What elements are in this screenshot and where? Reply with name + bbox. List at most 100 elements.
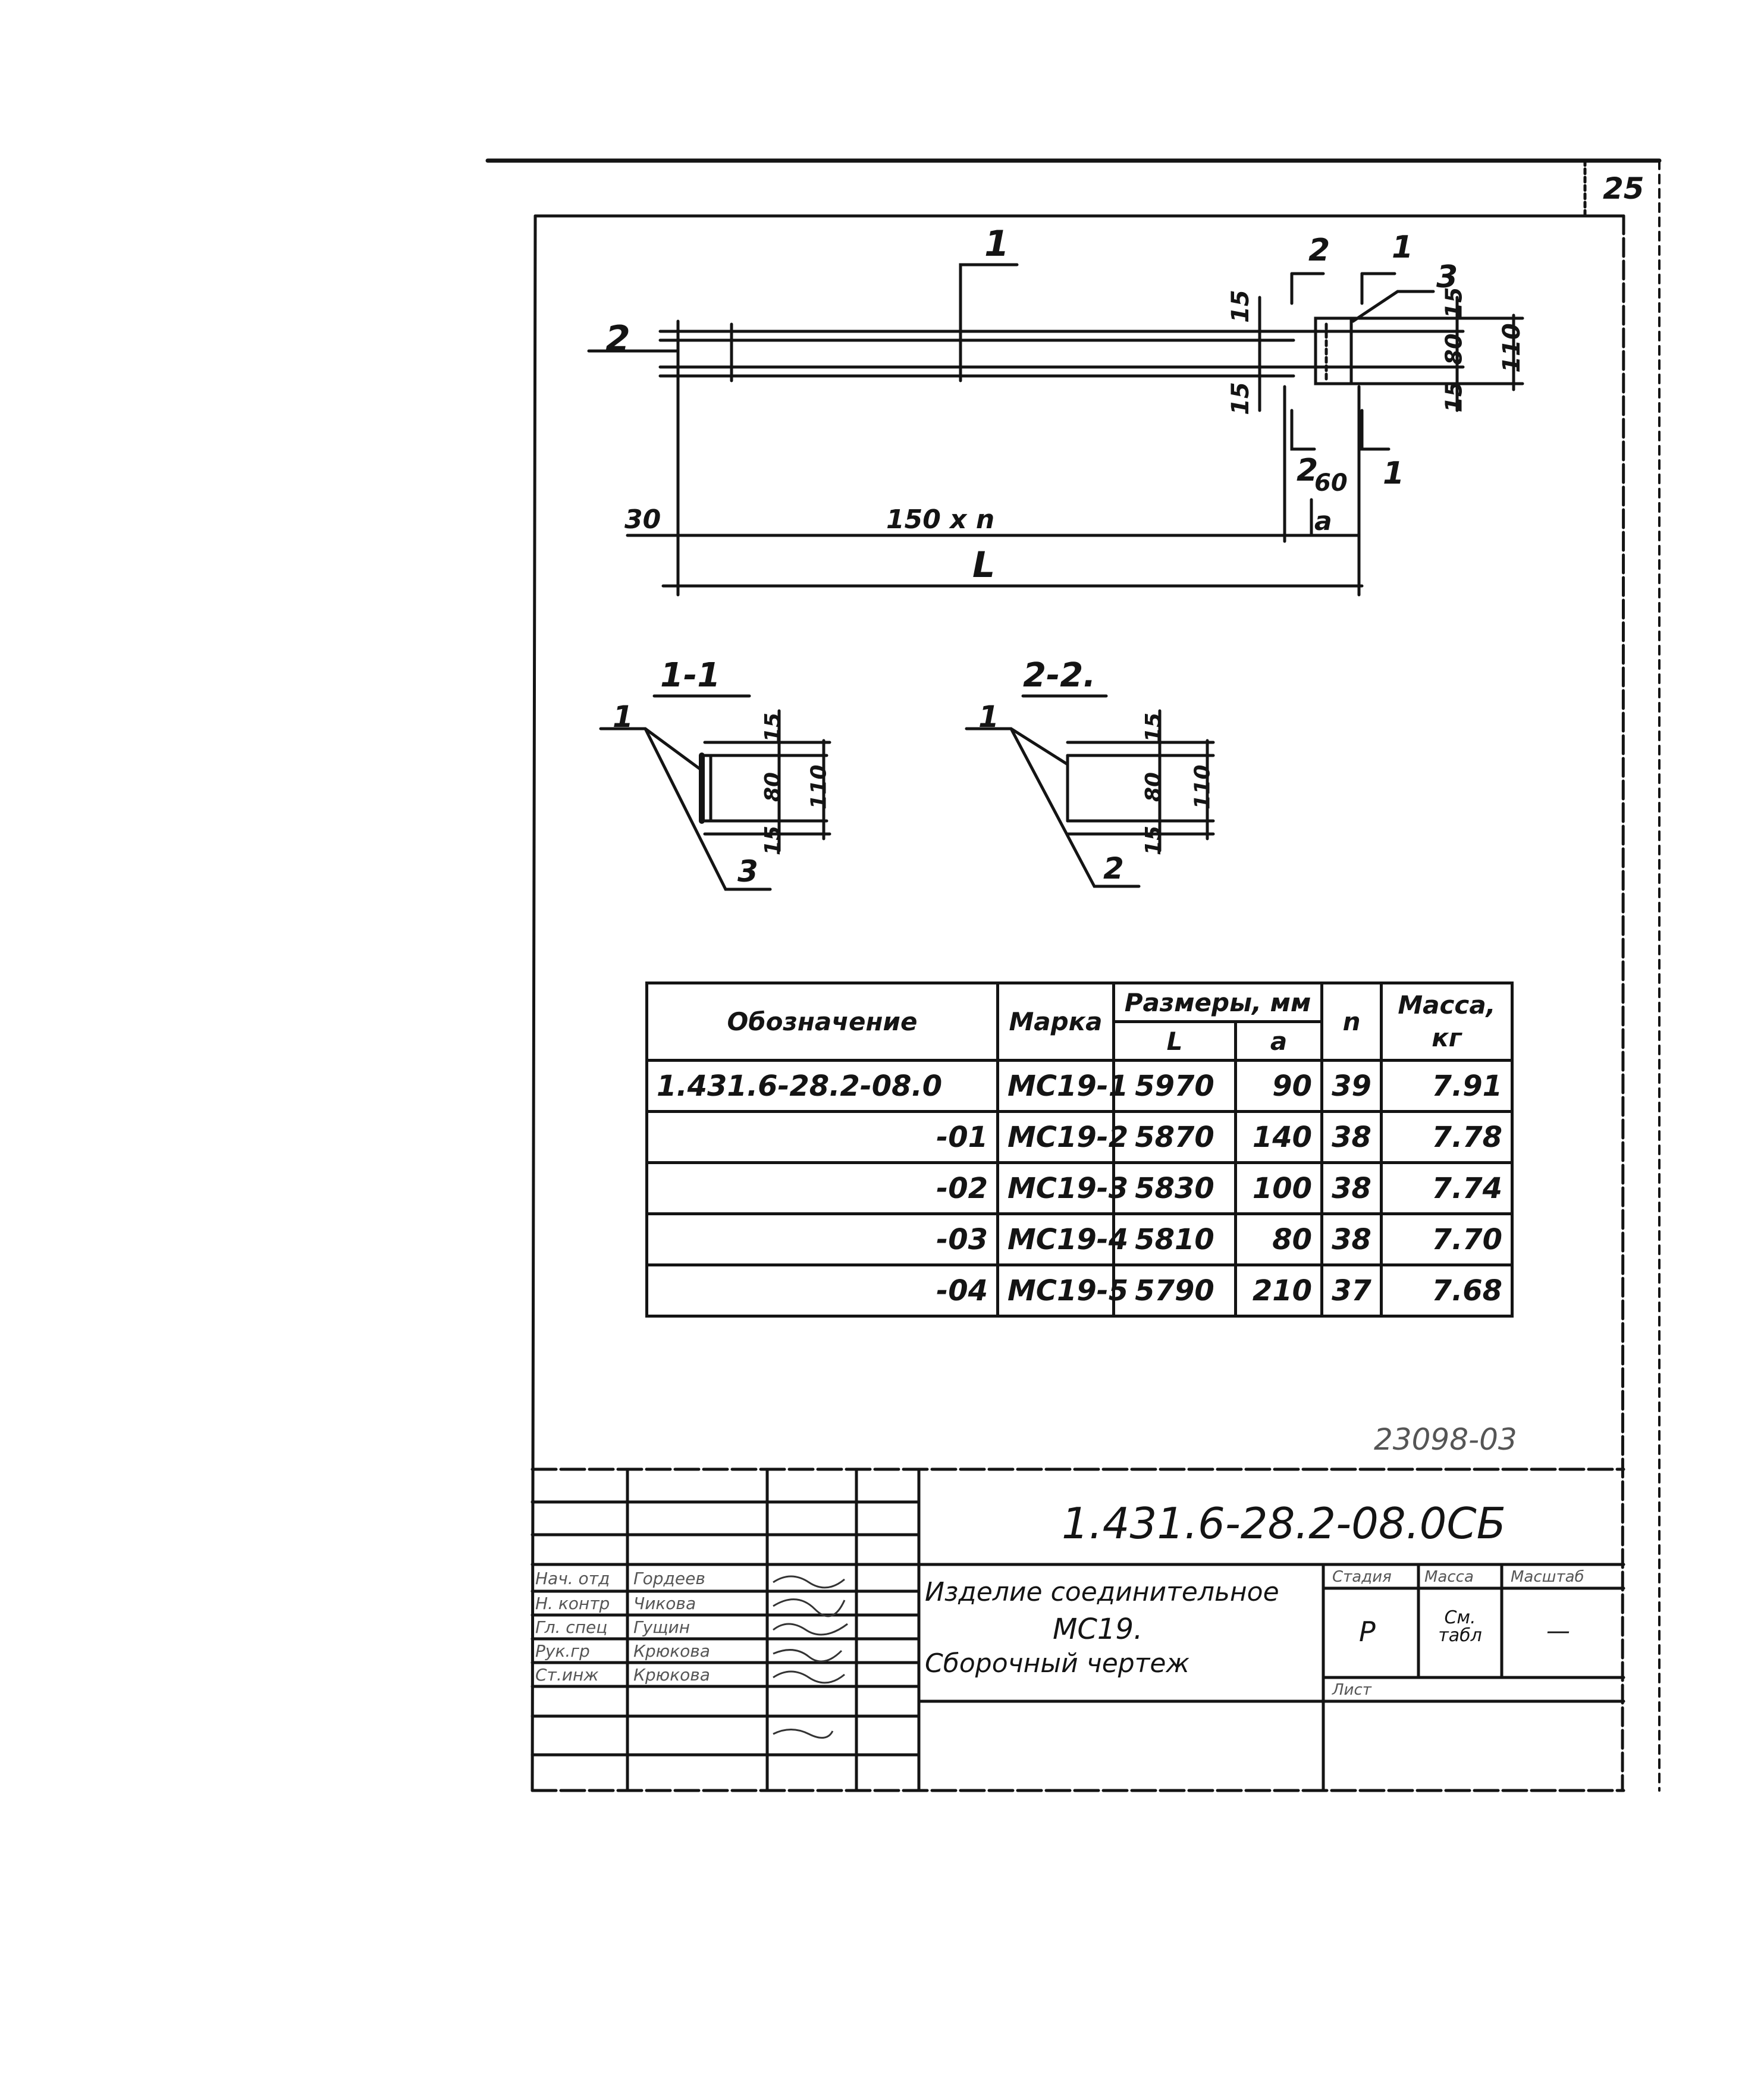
stage-header: Стадия: [1332, 1568, 1392, 1586]
s11-mark-1: 1: [613, 700, 633, 734]
s11-mark-3: 3: [737, 854, 758, 889]
title-line-2: МС19.: [1053, 1613, 1143, 1646]
sheet-header: Лист: [1332, 1681, 1371, 1699]
cell-mark: МС19-4: [996, 1212, 1128, 1266]
table-row: 1.431.6-28.2-08.0 МС19-1 5970 90 39 7.91: [645, 1059, 1514, 1113]
spec-table: Обозначение Марка Размеры, мм n Масса, к…: [645, 982, 1514, 1318]
cell-n: 38: [1320, 1110, 1383, 1164]
cut-1-bottom-marker: [1360, 409, 1391, 451]
header-sizes: Размеры, мм: [1112, 982, 1324, 1023]
cell-n: 38: [1320, 1212, 1383, 1266]
dim-30: 30: [624, 504, 661, 535]
cell-n: 38: [1320, 1161, 1383, 1215]
sig-name-2: Чикова: [633, 1594, 696, 1613]
header-mark: Марка: [996, 982, 1115, 1062]
sig-role-4: Рук.гр: [535, 1641, 590, 1661]
s22-leader-2: [1009, 727, 1141, 888]
dim-15-bottom-left: 15: [1226, 382, 1254, 415]
cell-n: 37: [1320, 1263, 1383, 1318]
leader-1-top: [959, 263, 1019, 335]
cell-L: 5810: [1112, 1212, 1237, 1266]
cell-mass: 7.78: [1380, 1110, 1514, 1164]
section-2-2-title: 2-2.: [1023, 656, 1096, 695]
sig-role-2: Н. контр: [535, 1594, 610, 1613]
section-1-1-title: 1-1: [660, 656, 721, 695]
s22-dim-15b: 15: [1141, 825, 1166, 856]
stage-value: Р: [1359, 1616, 1376, 1648]
cell-a: 80: [1233, 1212, 1324, 1266]
header-mass: Масса, кг: [1380, 982, 1514, 1062]
sig-name-5: Крюкова: [633, 1665, 710, 1685]
dim-150-n: 150 x n: [886, 504, 995, 535]
sig-role-3: Гл. спец: [535, 1617, 608, 1637]
cell-mark: МС19-3: [996, 1161, 1128, 1215]
s22-mark-2: 2: [1103, 851, 1124, 886]
scale-value: —: [1546, 1617, 1570, 1645]
cell-designation: -04: [645, 1263, 999, 1318]
s11-dim-80: 80: [761, 772, 786, 802]
sig-name-1: Гордеев: [633, 1569, 705, 1588]
scale-header: Масштаб: [1511, 1568, 1584, 1586]
s22-dim-80: 80: [1141, 772, 1166, 802]
sig-name-4: Крюкова: [633, 1641, 710, 1661]
cell-mass: 7.70: [1380, 1212, 1514, 1266]
cell-L: 5870: [1112, 1110, 1237, 1164]
mass-header: Масса: [1424, 1568, 1474, 1586]
sheet-number: 25: [1603, 171, 1644, 206]
cut-2-bottom-marker: [1290, 409, 1316, 451]
cell-designation: -01: [645, 1110, 999, 1164]
header-L: L: [1112, 1020, 1237, 1062]
table-row: -02 МС19-3 5830 100 38 7.74: [645, 1161, 1514, 1215]
s22-dim-110: 110: [1190, 764, 1215, 810]
end-plate: [1314, 316, 1353, 385]
dim-15-top-left: 15: [1226, 290, 1254, 323]
header-a: a: [1233, 1020, 1324, 1062]
mark-2-left: 2: [605, 318, 630, 360]
title-line-3: Сборочный чертеж: [925, 1648, 1190, 1679]
cell-a: 90: [1233, 1059, 1324, 1113]
inventory-number: 23098-03: [1374, 1422, 1517, 1457]
dim-110-right: 110: [1498, 323, 1526, 373]
cell-L: 5830: [1112, 1161, 1237, 1215]
leader-3: [1351, 290, 1435, 323]
cell-mass: 7.68: [1380, 1263, 1514, 1318]
dim-15-right-bottom: 15: [1440, 381, 1467, 413]
frame-left: [531, 214, 537, 1792]
mark-1-top: 1: [984, 223, 1009, 265]
cut-2-top-label: 2: [1308, 233, 1330, 268]
s22-mark-1: 1: [978, 700, 999, 734]
dim-60: 60: [1314, 469, 1348, 497]
sig-role-1: Нач. отд: [535, 1569, 610, 1588]
sig-name-3: Гущин: [633, 1617, 690, 1637]
s22-dim-15a: 15: [1141, 712, 1166, 743]
table-row: -03 МС19-4 5810 80 38 7.70: [645, 1212, 1514, 1266]
cell-mass: 7.74: [1380, 1161, 1514, 1215]
dim-80-right: 80: [1440, 333, 1467, 365]
cell-mark: МС19-1: [996, 1059, 1128, 1113]
cell-designation: -02: [645, 1161, 999, 1215]
s11-dim-15b: 15: [761, 825, 786, 856]
dim-15-right-top: 15: [1440, 287, 1467, 319]
cell-mark: МС19-5: [996, 1263, 1128, 1318]
cell-L: 5970: [1112, 1059, 1237, 1113]
document-code: 1.431.6-28.2-08.0СБ: [1062, 1498, 1506, 1548]
mass-value: См. табл: [1438, 1607, 1482, 1646]
table-row: -01 МС19-2 5870 140 38 7.78: [645, 1110, 1514, 1164]
dim-L: L: [972, 544, 996, 586]
sig-role-5: Ст.инж: [535, 1665, 599, 1685]
s11-dim-110: 110: [806, 764, 831, 810]
cell-mark: МС19-2: [996, 1110, 1128, 1164]
cell-designation: -03: [645, 1212, 999, 1266]
cell-a: 140: [1233, 1110, 1324, 1164]
header-designation: Обозначение: [645, 982, 999, 1062]
header-n: n: [1320, 982, 1383, 1062]
table-row: -04 МС19-5 5790 210 37 7.68: [645, 1263, 1514, 1318]
cell-n: 39: [1320, 1059, 1383, 1113]
mark-3: 3: [1436, 259, 1458, 295]
cell-designation: 1.431.6-28.2-08.0: [645, 1059, 999, 1113]
s11-leader-3: [644, 727, 772, 891]
cell-mass: 7.91: [1380, 1059, 1514, 1113]
cell-L: 5790: [1112, 1263, 1237, 1318]
dim-a: a: [1314, 506, 1332, 537]
